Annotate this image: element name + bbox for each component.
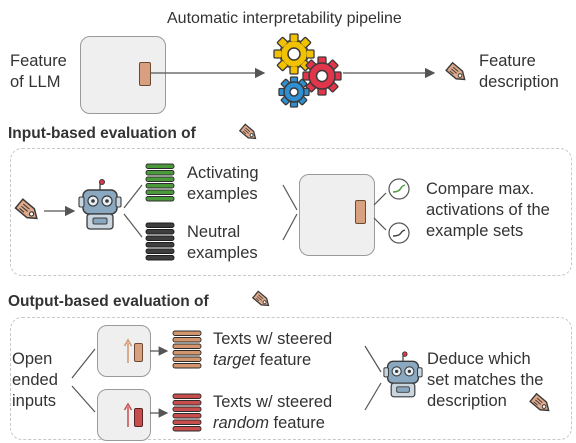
feature-description-label: Feature description [479,52,559,91]
random-texts-label: Texts w/ steered random feature [213,393,333,432]
tag-icon [251,290,270,307]
steer-up-arrow [123,338,133,363]
deduce-label: Deduce which set matches the description [427,350,544,410]
high-activation-icon [388,178,410,200]
random-feature-neuron [134,408,143,427]
feature-of-llm-label: Feature of LLM [10,52,67,91]
target-word: target [213,351,256,369]
target-texts-stack [172,330,202,369]
low-activation-icon [388,222,410,244]
target-texts-label: Texts w/ steered target feature [213,330,333,369]
activating-examples-stack [145,163,175,202]
compare-activations-label: Compare max. activations of the example … [426,180,550,240]
llm-feature-box [80,36,166,114]
open-ended-inputs-label: Open ended inputs [12,350,58,410]
neutral-examples-stack [145,222,175,261]
output-eval-panel [10,317,572,440]
blue-gear [278,76,310,108]
activating-examples-label: Activating examples [187,164,259,203]
robot-icon [383,351,423,398]
output-eval-title: Output-based evaluation of [8,293,209,310]
feature-neuron [355,200,366,224]
steer-up-arrow [123,402,133,427]
robot-icon [78,179,122,230]
tag-icon [445,61,466,81]
pipeline-title: Automatic interpretability pipeline [167,10,402,27]
red-gear [302,56,342,96]
input-eval-title: Input-based evaluation of [8,125,196,142]
gears-icon [273,33,342,108]
input-eval-panel [10,148,572,276]
yellow-gear [273,33,315,75]
tag-icon [14,198,38,220]
neutral-examples-label: Neutral examples [187,223,258,262]
feature-neuron [139,62,151,86]
random-texts-stack [172,393,202,432]
random-word: random [213,414,269,432]
tag-icon [529,392,550,412]
tag-icon [238,123,257,140]
target-feature-neuron [134,343,143,362]
